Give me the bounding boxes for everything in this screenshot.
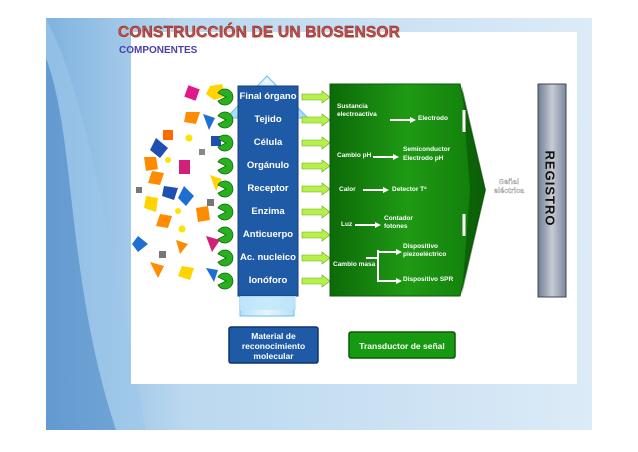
- molecule-dot: [165, 157, 171, 163]
- molecule-orange: [144, 157, 158, 171]
- component-label: Orgánulo: [246, 160, 290, 171]
- transducer-internal-arrows: [355, 110, 466, 284]
- label-contador: Contador fotones: [384, 215, 413, 230]
- molecule-square: [163, 130, 173, 140]
- slide-subtitle: COMPONENTES: [119, 45, 198, 56]
- molecule-small: [199, 149, 205, 155]
- molecule-magenta: [179, 160, 190, 174]
- receptor-shape: [217, 203, 234, 221]
- label-detector: Detector Tª: [392, 186, 427, 193]
- receptor-shape: [217, 134, 234, 152]
- component-label: Célula: [253, 137, 283, 148]
- receptor-shape: [217, 157, 234, 175]
- molecule-orange: [148, 171, 164, 185]
- molecule-dot: [185, 134, 193, 142]
- recognition-column: [224, 75, 310, 317]
- component-label: Ac. nucleico: [240, 252, 296, 263]
- component-label: Ionóforo: [248, 275, 288, 286]
- signal-arrows: [301, 90, 331, 288]
- molecule-square: [211, 136, 221, 146]
- molecule-diamond: [150, 138, 168, 158]
- receptor-shape: [217, 180, 234, 198]
- signal-arrow: [301, 205, 331, 219]
- molecule-blue: [132, 236, 148, 252]
- molecule-small: [136, 187, 142, 193]
- label-luz: Luz: [341, 221, 353, 228]
- recognition-column-body: [237, 85, 299, 297]
- receptor-shape: [217, 226, 234, 244]
- registro-label: REGISTRO: [542, 150, 558, 227]
- molecule-yellow: [178, 266, 194, 280]
- label-sustancia: Sustancia electroactiva: [337, 103, 377, 118]
- molecule-small: [159, 251, 166, 258]
- component-label: Receptor: [247, 183, 289, 194]
- molecule-orange: [156, 214, 172, 228]
- receptor-shape: [217, 111, 234, 129]
- receptor-shapes: [217, 88, 234, 290]
- component-label: Enzima: [251, 206, 285, 217]
- molecule-small: [207, 199, 214, 206]
- material-label: Material de reconocimiento molecular: [241, 331, 306, 361]
- label-semiconductor: Semiconductor: [403, 146, 451, 153]
- molecule-orange: [150, 262, 164, 278]
- signal-arrow: [301, 90, 331, 104]
- transductor-box: [348, 331, 456, 359]
- signal-arrow: [301, 182, 331, 196]
- molecule-yellow: [144, 196, 158, 212]
- slide: [46, 18, 592, 430]
- molecule-yellow: [210, 175, 222, 191]
- molecule-yellow: [206, 84, 226, 100]
- signal-arrow: [301, 228, 331, 242]
- molecule-orange: [196, 206, 210, 222]
- registro-bar: [537, 83, 567, 298]
- component-label: Anticuerpo: [242, 229, 294, 240]
- molecule-blue: [162, 186, 178, 200]
- receptor-shape: [217, 88, 234, 106]
- molecule-blue: [178, 186, 194, 206]
- label-electrodo-ph: Electrodo pH: [403, 155, 444, 162]
- label-electrodo: Electrodo: [418, 115, 448, 122]
- label-cambio-ph: Cambio pH: [337, 152, 372, 159]
- label-calor: Calor: [339, 186, 356, 193]
- molecule-magenta: [184, 85, 200, 101]
- label-cambio-masa: Cambio masa: [333, 261, 376, 268]
- component-label: Final órgano: [239, 91, 297, 102]
- receptor-shape: [217, 249, 234, 267]
- registro: REGISTRO: [538, 85, 566, 297]
- transductor-label: Transductor de señal: [359, 341, 445, 351]
- molecule-blue: [206, 268, 218, 282]
- signal-arrow: [301, 274, 331, 288]
- analyte-molecules: [132, 84, 226, 282]
- molecule-orange: [176, 240, 188, 254]
- molecule-dot: [178, 225, 186, 233]
- signal-arrow: [301, 113, 331, 127]
- molecule-blue: [203, 114, 215, 130]
- molecule-dot: [175, 208, 181, 214]
- signal-arrow: [301, 251, 331, 265]
- slide-title: CONSTRUCCIÓN DE UN BIOSENSOR: [118, 24, 401, 41]
- label-spr: Dispositivo SPR: [403, 276, 454, 283]
- component-label: Tejido: [254, 114, 282, 125]
- signal-label: Señal eléctrica: [493, 177, 525, 195]
- material-box: [228, 326, 319, 364]
- label-piezo: Dispositivo piezoeléctrico: [403, 243, 447, 258]
- signal-arrow: [301, 159, 331, 173]
- molecule-orange: [184, 112, 200, 124]
- signal-arrow: [301, 136, 331, 150]
- molecule-magenta: [206, 236, 220, 252]
- receptor-shape: [217, 272, 234, 290]
